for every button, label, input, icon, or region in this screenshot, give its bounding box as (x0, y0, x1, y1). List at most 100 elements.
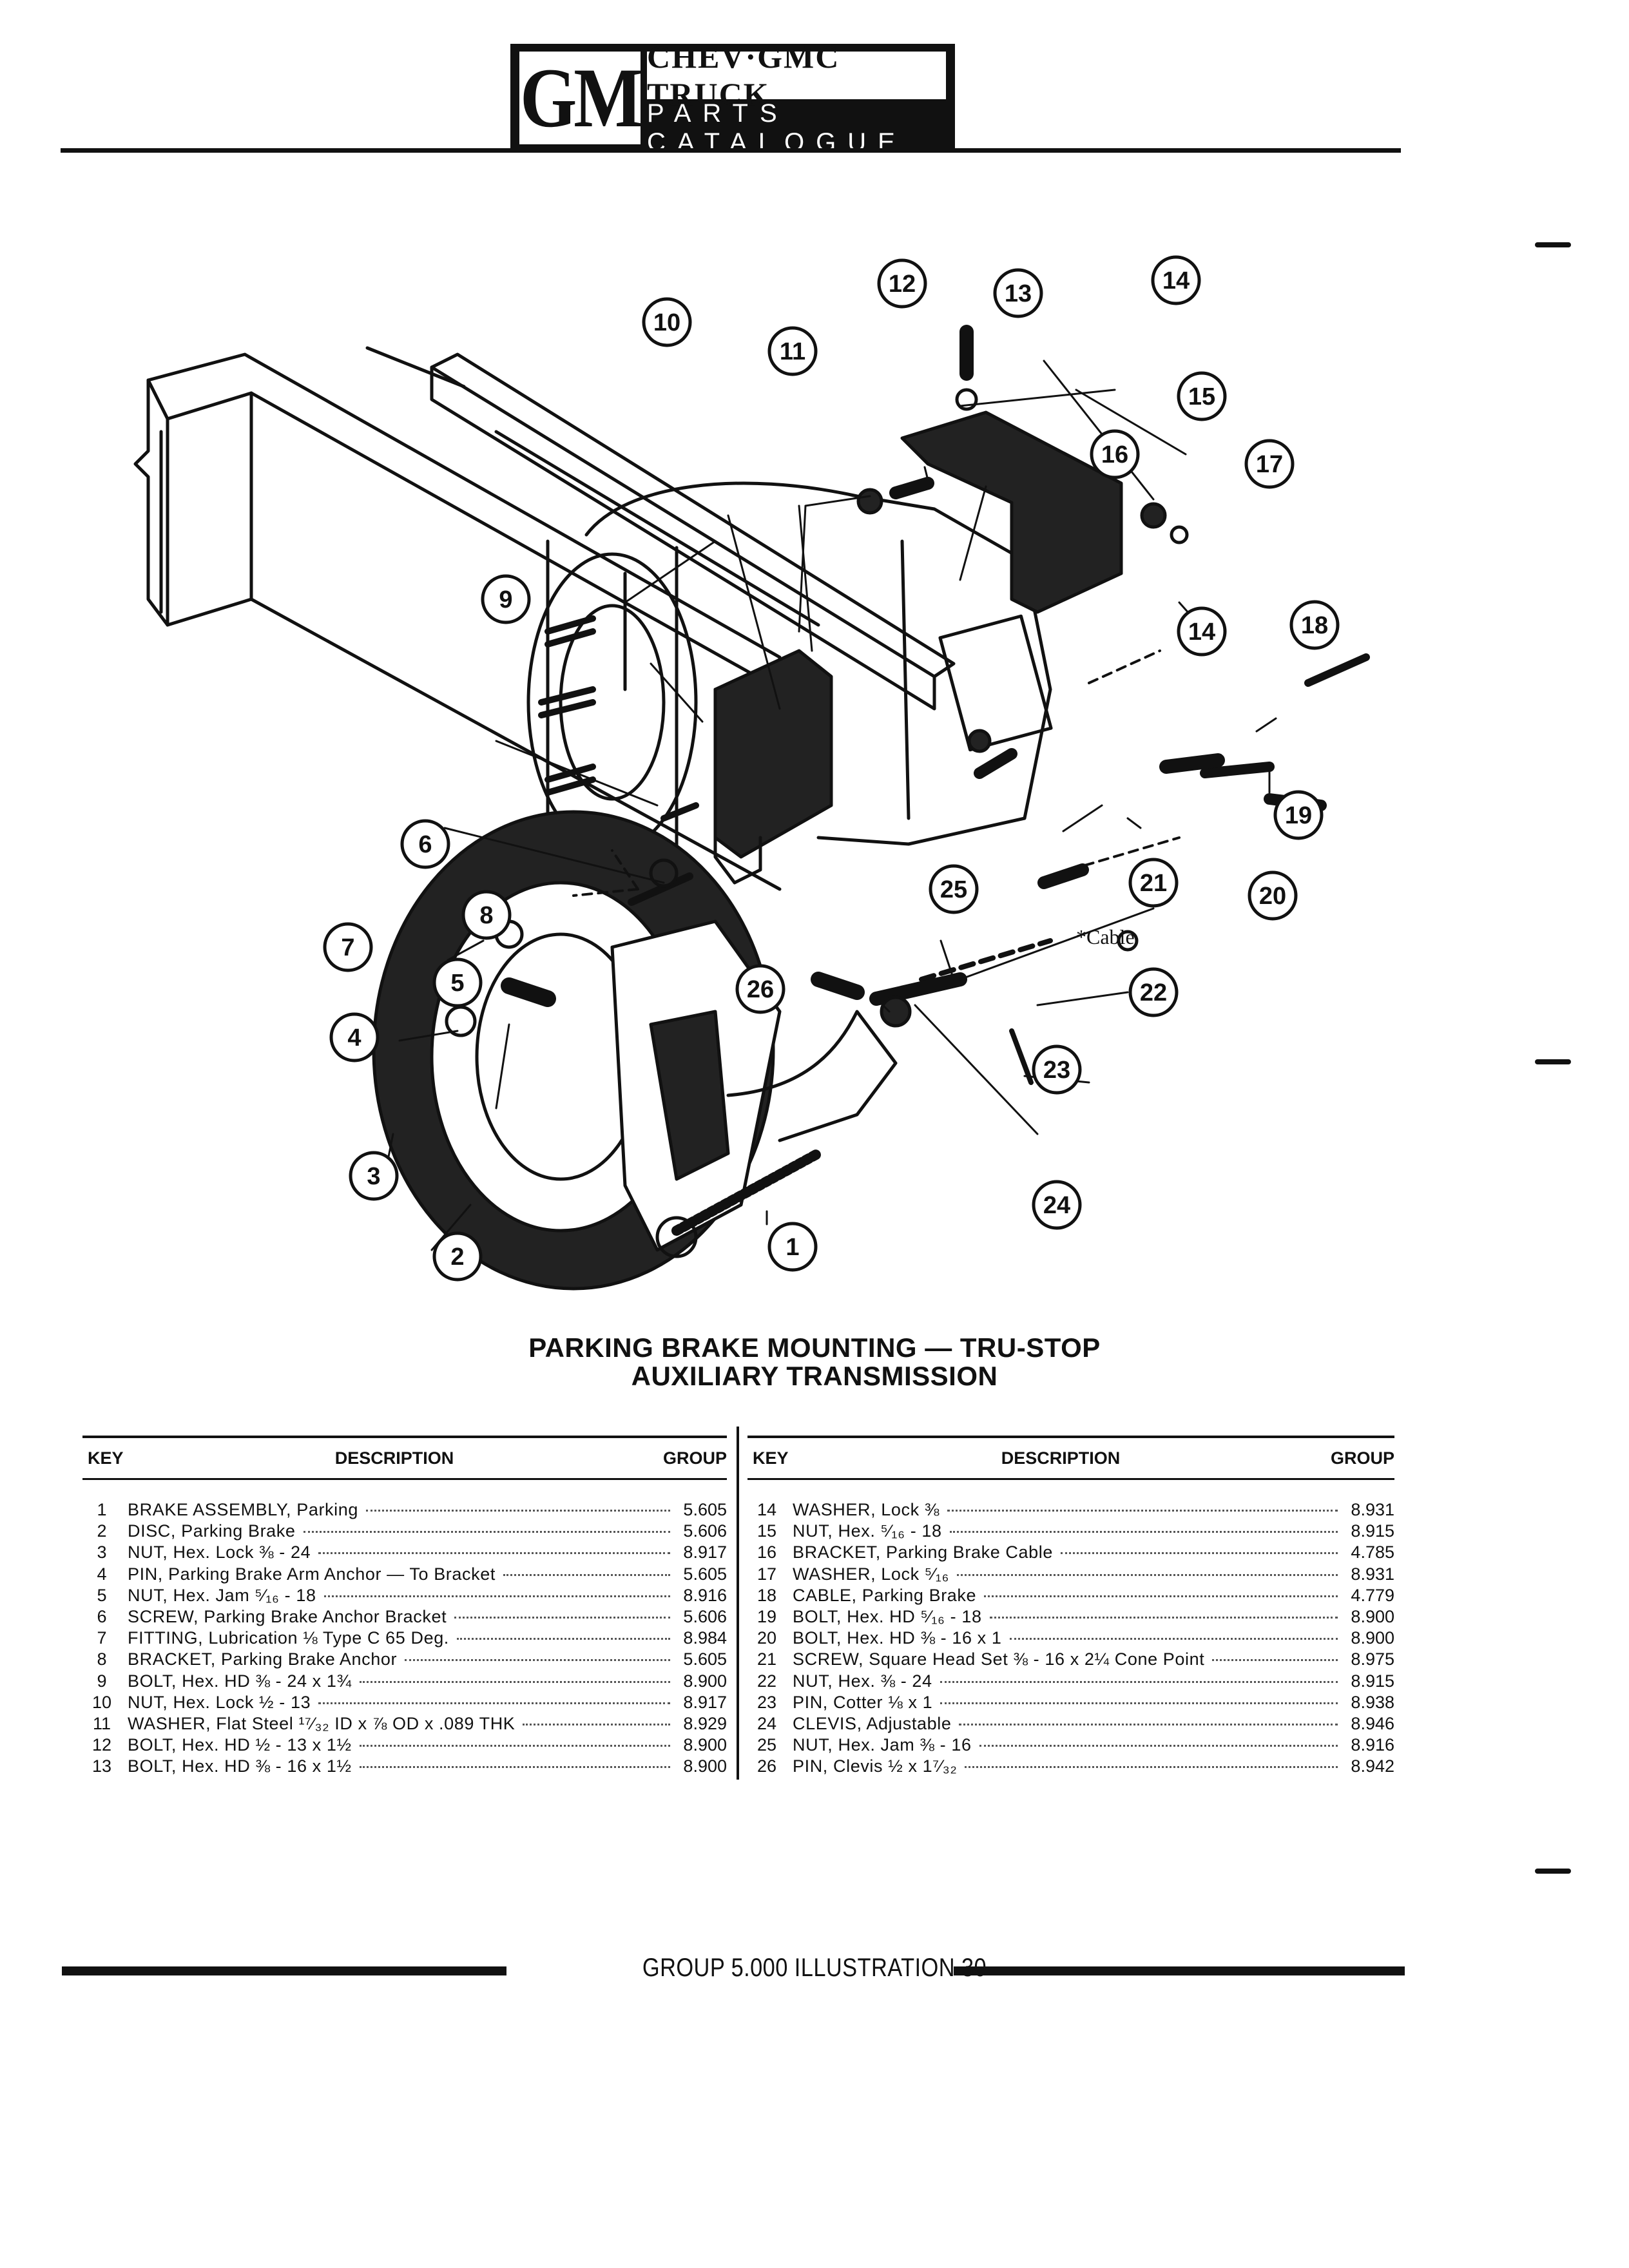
callout-10: 10 (642, 297, 692, 347)
callout-label: 14 (1162, 267, 1190, 294)
callout-23: 23 (1032, 1044, 1082, 1095)
callout-label: 16 (1101, 441, 1128, 468)
part-description-cell: WASHER, Lock ⁵⁄₁₆ (786, 1564, 1344, 1585)
part-group: 8.900 (683, 1756, 727, 1776)
dot-leader (405, 1658, 670, 1662)
callout-26: 26 (735, 964, 786, 1014)
part-group: 8.917 (683, 1542, 727, 1562)
part-key: 16 (757, 1542, 777, 1562)
part-group: 4.779 (1351, 1585, 1394, 1605)
part-key: 15 (757, 1521, 777, 1541)
part-group: 8.931 (1351, 1500, 1394, 1519)
callout-label: 4 (347, 1024, 361, 1052)
part-description: NUT, Hex. ⅜ - 24 (793, 1671, 932, 1691)
figure-caption-line2: AUXILIARY TRANSMISSION (631, 1361, 998, 1391)
part-row: 18 CABLE, Parking Brake 4.779 (747, 1585, 1394, 1606)
part-key: 3 (97, 1542, 107, 1562)
callout-6: 6 (400, 819, 450, 869)
part-group: 8.916 (1351, 1735, 1394, 1755)
part-description: BOLT, Hex. HD ½ - 13 x 1½ (128, 1735, 352, 1755)
cross-member (430, 352, 956, 711)
callout-25: 25 (929, 864, 979, 914)
parts-rows: 14 WASHER, Lock ⅜ 8.931 15 NUT, Hex. ⁵⁄₁₆ - … (747, 1499, 1394, 1777)
part-description: CABLE, Parking Brake (793, 1585, 977, 1605)
part-description: BOLT, Hex. HD ⅜ - 16 x 1 (793, 1628, 1002, 1648)
part-group: 8.915 (1351, 1671, 1394, 1691)
part-key: 13 (92, 1756, 112, 1776)
part-key: 11 (92, 1713, 111, 1733)
part-description-cell: BOLT, Hex. HD ⅜ - 16 x 1 (786, 1628, 1344, 1649)
leader-lines (385, 360, 1277, 1251)
callout-5: 5 (432, 957, 483, 1008)
part-key: 5 (97, 1585, 107, 1605)
callout-24: 24 (1032, 1180, 1082, 1230)
callout-7: 7 (323, 922, 373, 972)
part-description-cell: WASHER, Lock ⅜ (786, 1499, 1344, 1521)
callout-label: 22 (1140, 979, 1167, 1006)
callout-8: 8 (461, 890, 512, 940)
part-group: 8.917 (683, 1692, 727, 1712)
part-description-cell: SCREW, Square Head Set ⅜ - 16 x 2¼ Cone … (786, 1649, 1344, 1670)
part-key: 8 (97, 1649, 107, 1669)
callout-18: 18 (1289, 600, 1340, 650)
part-key: 14 (757, 1500, 777, 1519)
part-description: NUT, Hex. Jam ⁵⁄₁₆ - 18 (128, 1585, 316, 1605)
part-group: 8.900 (1351, 1628, 1394, 1648)
part-key: 22 (757, 1671, 777, 1691)
part-key: 25 (757, 1735, 777, 1755)
callout-label: 25 (940, 876, 967, 903)
dot-leader (1060, 1552, 1338, 1555)
footer-bar-left (62, 1966, 506, 1975)
dot-leader (965, 1765, 1338, 1769)
callout-label: 20 (1259, 883, 1286, 910)
part-key: 26 (757, 1756, 777, 1776)
part-group: 5.605 (683, 1649, 727, 1669)
callout-label: 2 (450, 1244, 464, 1271)
part-description-cell: BOLT, Hex. HD ⅜ - 24 x 1¾ (121, 1671, 677, 1692)
table-rule (747, 1478, 1394, 1480)
cable-bracket (900, 410, 1123, 752)
header-key: KEY (88, 1448, 124, 1468)
part-description: NUT, Hex. ⁵⁄₁₆ - 18 (793, 1521, 942, 1541)
dot-leader (940, 1680, 1338, 1683)
header-key: KEY (753, 1448, 789, 1468)
callout-11: 11 (767, 326, 818, 376)
header-description: DESCRIPTION (334, 1448, 454, 1468)
part-description: WASHER, Lock ⁵⁄₁₆ (793, 1564, 949, 1584)
callout-label: 3 (367, 1163, 380, 1190)
part-description-cell: BOLT, Hex. HD ½ - 13 x 1½ (121, 1735, 677, 1756)
callout-label: 10 (653, 309, 680, 336)
footer-bar-right (954, 1966, 1405, 1975)
callout-label: 26 (747, 976, 774, 1003)
part-row: 22 NUT, Hex. ⅜ - 24 8.915 (747, 1671, 1394, 1692)
callout-22: 22 (1128, 967, 1179, 1017)
dot-leader (456, 1637, 670, 1640)
callout-16: 16 (1090, 429, 1140, 479)
dot-leader (984, 1595, 1338, 1597)
part-group: 8.938 (1351, 1692, 1394, 1712)
part-description: BRACKET, Parking Brake Cable (793, 1542, 1053, 1562)
part-key: 4 (97, 1564, 107, 1584)
part-group: 5.605 (683, 1500, 727, 1519)
dot-leader (359, 1744, 670, 1747)
part-row: 14 WASHER, Lock ⅜ 8.931 (747, 1499, 1394, 1521)
part-description: BRACKET, Parking Brake Anchor (128, 1649, 398, 1669)
part-description-cell: NUT, Hex. ⅜ - 24 (786, 1671, 1344, 1692)
part-description-cell: PIN, Clevis ½ x 1⁷⁄₃₂ (786, 1756, 1344, 1777)
figure-caption-line1: PARKING BRAKE MOUNTING — TRU-STOP (528, 1332, 1101, 1363)
part-key: 21 (757, 1649, 777, 1669)
part-description-cell: BRACKET, Parking Brake Anchor (121, 1649, 677, 1670)
dot-leader (318, 1552, 670, 1555)
dot-leader (940, 1702, 1338, 1704)
part-group: 4.785 (1351, 1542, 1394, 1562)
table-rule (82, 1436, 727, 1438)
part-key: 18 (757, 1585, 777, 1605)
part-group: 5.605 (683, 1564, 727, 1584)
part-description-cell: BRAKE ASSEMBLY, Parking (121, 1499, 677, 1521)
dot-leader (949, 1530, 1338, 1533)
